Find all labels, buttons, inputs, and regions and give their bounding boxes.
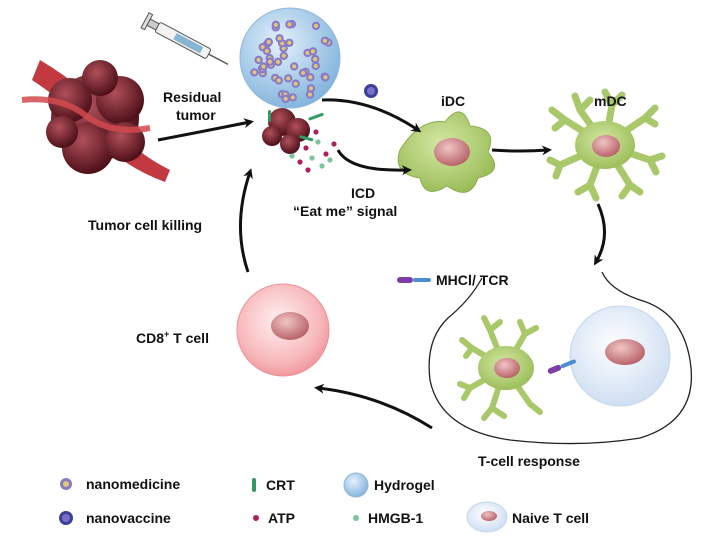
label-mhc-tcr: MHCⅠ/ TCR [436, 272, 509, 288]
mature-dendritic-cell [546, 88, 666, 202]
arrow-idc-to-mdc [491, 145, 552, 156]
label-eat-me-signal: “Eat me” signal [293, 203, 397, 219]
arrow-cd8-to-residual [238, 168, 253, 273]
label-icd: ICD [351, 185, 375, 201]
cd8-t-cell [236, 283, 330, 377]
legend-nanovaccine: nanovaccine [86, 510, 171, 526]
hmgb1-particle [327, 157, 333, 163]
immature-dendritic-cell [397, 111, 496, 193]
arrow-icd-to-idc [336, 149, 412, 176]
hydrogel-nanomedicine-core [261, 64, 266, 69]
nanovaccine-particle [364, 84, 378, 98]
atp-particle [313, 129, 319, 135]
legend-naive-t-cell-icon [466, 501, 508, 533]
hydrogel-nanomedicine-core [293, 81, 298, 86]
hydrogel-nanomedicine-core [313, 63, 318, 68]
hydrogel-nanomedicine-core [305, 50, 310, 55]
hydrogel-nanomedicine-core [276, 78, 281, 83]
hydrogel-nanomedicine-core [322, 38, 327, 43]
legend-nanovaccine-icon [59, 511, 73, 525]
hydrogel-nanomedicine-core [301, 70, 306, 75]
atp-particle [305, 167, 311, 173]
hmgb1-particle [309, 155, 315, 161]
hmgb1-particle [319, 163, 325, 169]
hydrogel-nanomedicine-core [313, 57, 318, 62]
legend-atp: ATP [268, 510, 295, 526]
legend-hydrogel: Hydrogel [374, 477, 435, 493]
label-tumor: tumor [176, 107, 216, 123]
label-t-cell-response: T-cell response [478, 453, 580, 469]
hydrogel-nanomedicine-core [266, 39, 271, 44]
legend-crt: CRT [266, 477, 295, 493]
hydrogel-nanomedicine-core [292, 64, 297, 69]
syringe-icon [140, 12, 229, 66]
hydrogel-nanomedicine-core [275, 59, 280, 64]
hydrogel-nanomedicine-core [281, 53, 286, 58]
arrow-response-to-cd8 [314, 383, 433, 430]
hydrogel-nanomedicine-core [308, 75, 313, 80]
hydrogel-nanomedicine-core [290, 95, 295, 100]
hydrogel-nanomedicine-core [277, 36, 282, 41]
flow-arrows [157, 98, 606, 430]
hydrogel-nanomedicine-core [310, 49, 315, 54]
atp-particle [303, 145, 309, 151]
naive-t-cell [569, 305, 671, 407]
legend-hydrogel-icon [343, 472, 369, 498]
hydrogel-nanomedicine-core [286, 76, 291, 81]
lymph-node-dendritic-cell [457, 315, 543, 421]
label-mdc: mDC [594, 93, 627, 109]
legend-nanomedicine: nanomedicine [86, 476, 180, 492]
hydrogel-nanomedicine-core [273, 22, 278, 27]
label-tumor-cell-killing: Tumor cell killing [88, 217, 202, 233]
arrow-tumor-to-hydrogel [157, 118, 254, 142]
hydrogel-nanomedicine-core [267, 59, 272, 64]
label-residual: Residual [163, 89, 221, 105]
label-idc: iDC [441, 93, 465, 109]
hydrogel-sphere [239, 7, 341, 109]
legend-nanomedicine-icon [60, 478, 72, 490]
hmgb1-particle [315, 139, 321, 145]
mhc-tcr-icon [397, 277, 431, 283]
atp-particle [297, 159, 303, 165]
tumor-mass [21, 60, 170, 182]
hydrogel-nanomedicine-core [323, 75, 328, 80]
label-cd8-t-cell: CD8+ T cell [136, 329, 209, 346]
residual-tumor-cluster [262, 108, 324, 154]
hydrogel-nanomedicine-core [287, 40, 292, 45]
atp-particle [331, 141, 337, 147]
atp-particle [323, 151, 329, 157]
legend-crt-icon [252, 478, 256, 492]
hydrogel-nanomedicine-core [256, 57, 261, 62]
hydrogel-nanomedicine-core [264, 48, 269, 53]
legend-naive-t-cell: Naive T cell [512, 510, 589, 526]
hydrogel-nanomedicine-core [307, 92, 312, 97]
hydrogel-nanomedicine-core [314, 23, 319, 28]
hydrogel-nanomedicine-core [287, 22, 292, 27]
arrow-residual-to-idc [321, 98, 422, 133]
hydrogel-nanomedicine-core [280, 41, 285, 46]
legend-hmgb1-icon [353, 515, 359, 521]
hydrogel-nanomedicine-core [252, 70, 257, 75]
released-damp-particles [289, 129, 337, 173]
hydrogel-nanomedicine-core [260, 45, 265, 50]
hydrogel-nanomedicine-core [309, 86, 314, 91]
arrow-mdc-to-tcell [593, 203, 606, 266]
hmgb1-particle [289, 153, 295, 159]
hydrogel-nanomedicine-core [283, 96, 288, 101]
legend-hmgb1: HMGB-1 [368, 510, 423, 526]
legend-atp-icon [253, 515, 259, 521]
legend: nanomedicine nanovaccine CRT ATP Hydroge… [59, 472, 589, 533]
lymph-node-outline [428, 271, 692, 445]
mhc-tcr-binding [547, 359, 576, 374]
